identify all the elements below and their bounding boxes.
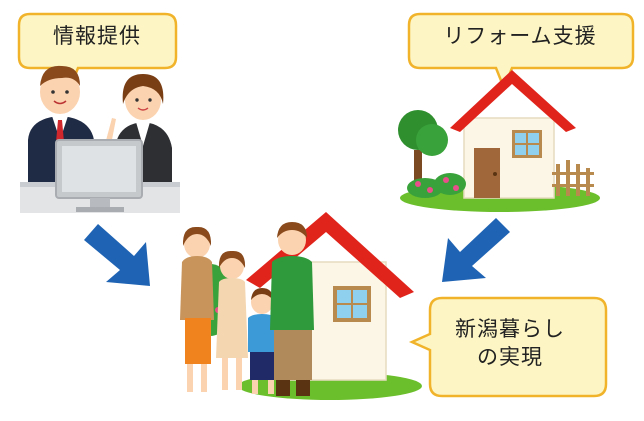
bubble-info-text: 情報提供 — [53, 24, 141, 48]
bubble-result — [408, 296, 608, 398]
arrow-info-to-family — [84, 224, 150, 286]
bubble-reform-text: リフォーム支援 — [443, 24, 597, 48]
bubble-result-line2: の実現 — [477, 345, 543, 370]
reform-house-illustration — [398, 70, 600, 212]
family-home-illustration — [180, 212, 422, 400]
bubble-result-line1: 新潟暮らし — [455, 317, 565, 341]
bubble-result-text: 新潟暮らし の実現 — [430, 315, 590, 372]
consultants-illustration — [20, 65, 180, 213]
arrow-reform-to-family — [442, 218, 510, 282]
